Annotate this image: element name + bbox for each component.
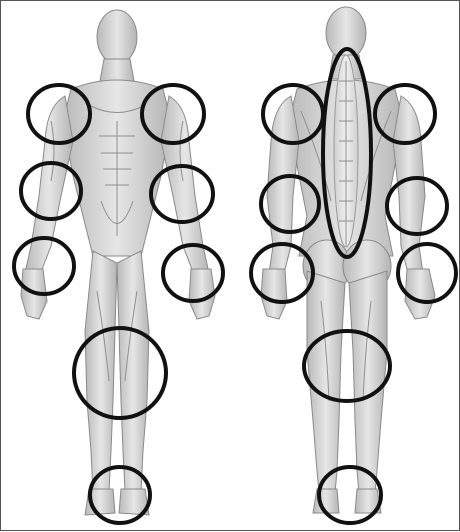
figure-frame — [0, 0, 460, 531]
anatomy-illustration — [1, 1, 460, 532]
